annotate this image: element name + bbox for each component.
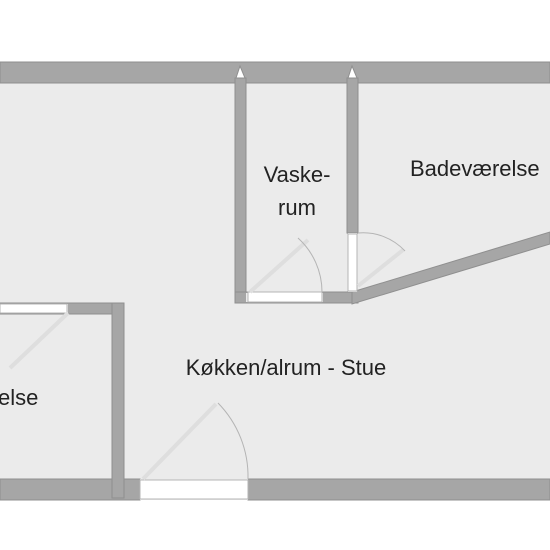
bedroom-door-sill [0,303,68,314]
top-exterior-wall [0,61,550,84]
doors [8,232,406,481]
laundry-left-wall [234,77,247,304]
bedroom-door-leaf [8,311,70,370]
laundry-right-wall-upper [346,77,359,234]
kitchen-living-label: Køkken/alrum - Stue [186,355,387,380]
door-sills [0,233,358,500]
laundry-door-arc [297,237,323,293]
laundry-label-line1: Vaske- [264,162,331,187]
laundry-door-leaf [248,238,310,294]
floor-area [0,72,550,490]
bottom-exterior-wall-right [247,478,550,501]
bathroom-door-arc [357,232,406,252]
bathroom-diagonal-wall [351,231,550,305]
entrance-door-leaf [141,402,218,481]
bathroom-label: Badeværelse [410,156,540,181]
wall-notches [235,64,358,79]
laundry-door-sill [247,291,323,303]
bedroom-label: else [0,385,38,410]
bathroom-door-sill [347,233,358,292]
entrance-door-sill [139,479,249,500]
notch-right [347,64,358,79]
entrance-door-arc [217,402,249,480]
laundry-label-line2: rum [278,195,316,220]
bedroom-right-wall [111,302,125,499]
bathroom-door-leaf [356,248,405,288]
notch-left [235,64,246,79]
